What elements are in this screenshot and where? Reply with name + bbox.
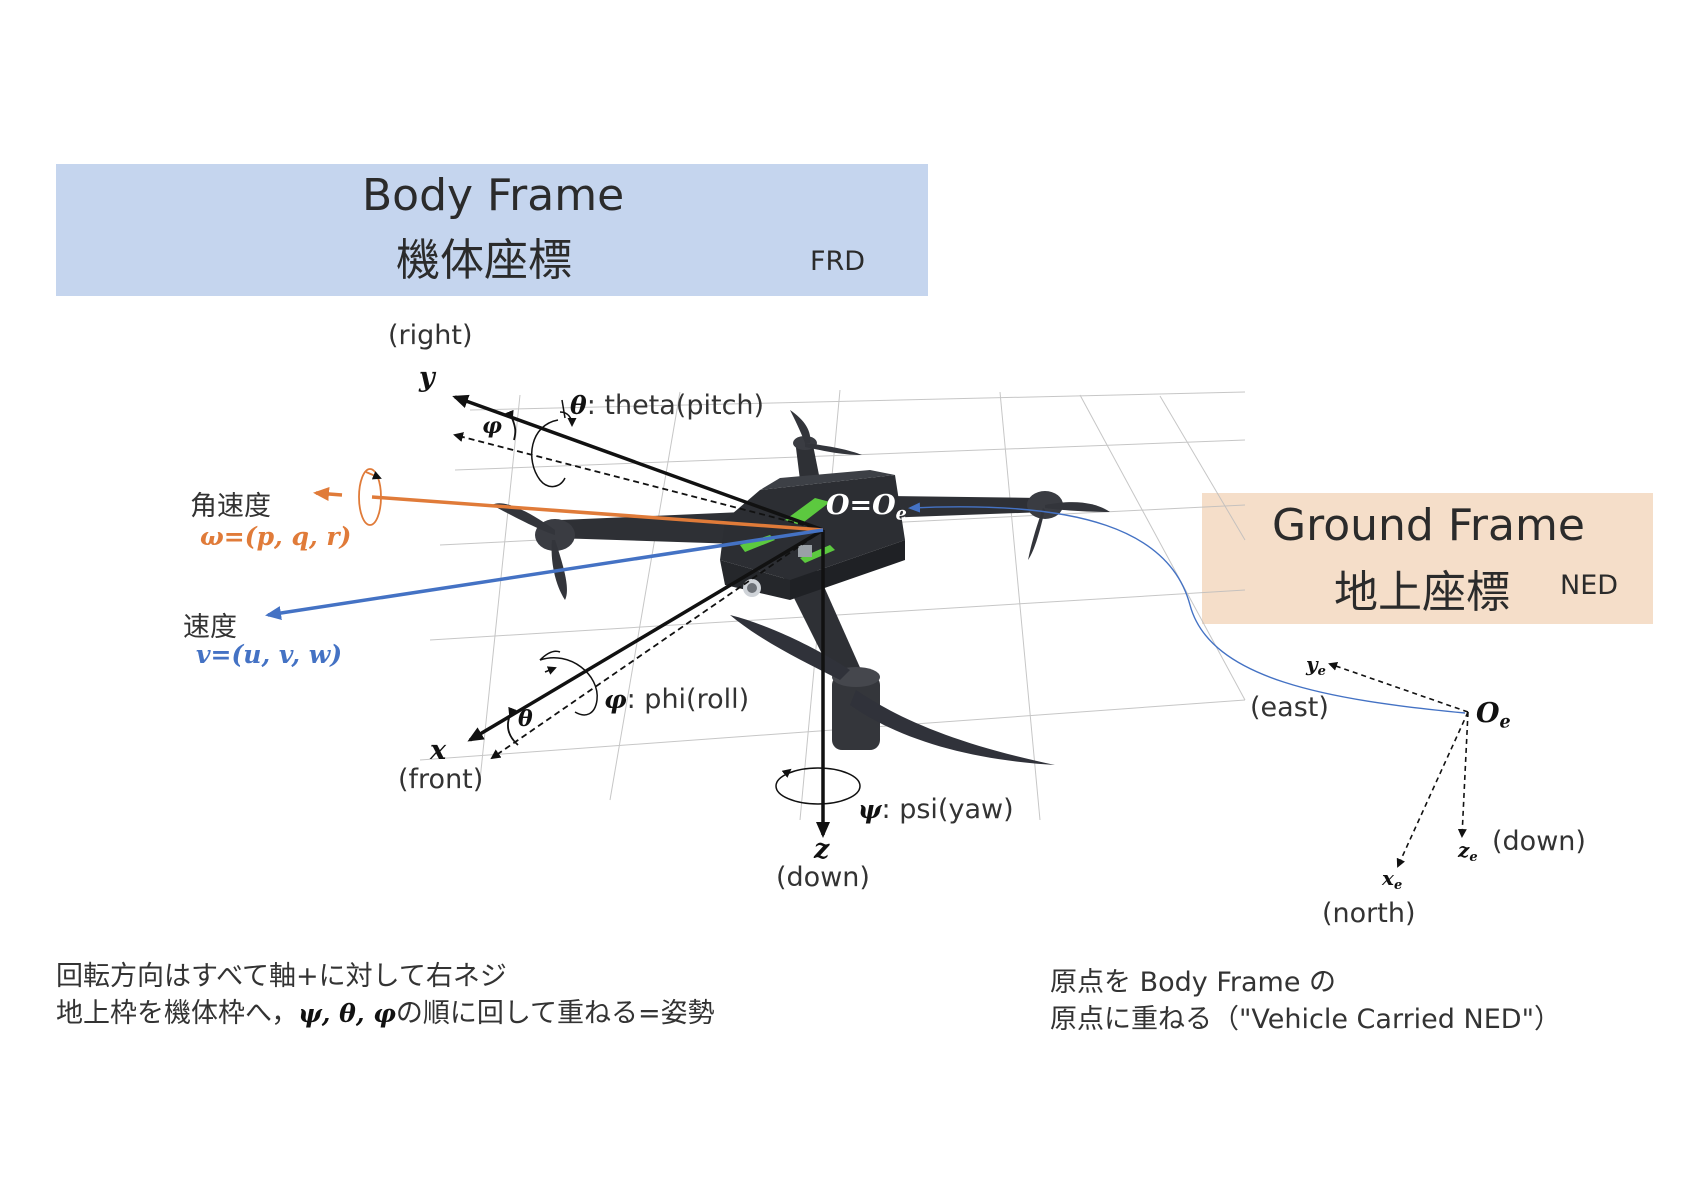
- ground-frame-convention: NED: [1560, 570, 1619, 601]
- phi-symbol: φ: [604, 685, 627, 714]
- ground-origin-subscript: e: [1499, 712, 1511, 733]
- ground-grid: [419, 389, 1246, 821]
- theta-angle-label: θ: [518, 706, 533, 732]
- body-y-direction-label: (right): [388, 320, 473, 351]
- body-y-axis: [452, 394, 824, 532]
- velocity-vector: [265, 528, 824, 620]
- left-note-line2-symbols: ψ, θ, φ: [298, 999, 396, 1028]
- ground-origin-text: O: [1476, 698, 1500, 729]
- body-origin-label: O=Oe: [826, 490, 907, 524]
- yaw-text: : psi(yaw): [881, 794, 1014, 825]
- body-origin-subscript: e: [895, 504, 907, 525]
- ground-axes: [1328, 662, 1469, 868]
- roll-text: : phi(roll): [626, 684, 750, 715]
- ground-x-direction-label: (north): [1322, 898, 1416, 929]
- ground-y-direction-label: (east): [1250, 692, 1329, 723]
- left-note-line1: 回転方向はすべて軸+に対して右ネジ: [56, 961, 507, 992]
- pitch-label: θ: theta(pitch): [570, 390, 764, 421]
- body-z-direction-label: (down): [776, 862, 870, 893]
- left-note: 回転方向はすべて軸+に対して右ネジ 地上枠を機体枠へ，ψ, θ, φの順に回して…: [56, 958, 715, 1032]
- body-frame-title-ja: 機体座標: [396, 235, 572, 286]
- drone-illustration: [492, 410, 1110, 765]
- body-frame-convention: FRD: [810, 246, 866, 277]
- ground-z-subscript: e: [1469, 849, 1478, 865]
- origin-link-curve: [908, 502, 1466, 714]
- right-note: 原点を Body Frame の 原点に重ねる（"Vehicle Carried…: [1050, 964, 1561, 1038]
- phi-angle-arc: [505, 409, 517, 441]
- pitch-rotation-indicator: [531, 399, 577, 488]
- body-z-axis-label: z: [814, 834, 830, 865]
- body-y-axis-label: y: [419, 362, 435, 393]
- theta-angle-arc: [507, 706, 519, 746]
- left-note-line2: 地上枠を機体枠へ，ψ, θ, φの順に回して重ねる=姿勢: [56, 995, 715, 1032]
- phi-angle-label: φ: [482, 413, 502, 439]
- ground-z-axis-label: ze: [1458, 838, 1478, 865]
- ground-z-direction-label: (down): [1492, 826, 1586, 857]
- body-x-axis: [467, 528, 824, 760]
- ground-origin-label: Oe: [1476, 698, 1511, 732]
- ground-frame-title-en: Ground Frame: [1272, 500, 1585, 551]
- yaw-rotation-indicator: [775, 767, 861, 805]
- yaw-label: ψ: psi(yaw): [858, 794, 1014, 825]
- body-x-direction-label: (front): [398, 764, 484, 795]
- pitch-text: : theta(pitch): [586, 390, 765, 421]
- angular-velocity-vector: [313, 487, 824, 532]
- velocity-formula: v=(u, v, w): [196, 640, 343, 669]
- roll-rotation-indicator: [539, 650, 598, 716]
- left-note-line2-prefix: 地上枠を機体枠へ，: [56, 998, 299, 1029]
- ground-x-subscript: e: [1393, 877, 1403, 893]
- angular-velocity-label: 角速度: [190, 491, 271, 522]
- psi-symbol: ψ: [858, 795, 882, 824]
- ground-y-text: y: [1306, 652, 1318, 676]
- roll-label: φ: phi(roll): [604, 684, 749, 715]
- ground-x-text: x: [1382, 866, 1394, 890]
- right-note-line2: 原点に重ねる（"Vehicle Carried NED"）: [1050, 1004, 1561, 1035]
- right-note-line1: 原点を Body Frame の: [1050, 967, 1337, 998]
- body-frame-title-en: Body Frame: [362, 170, 625, 221]
- ground-x-axis-label: xe: [1382, 866, 1402, 893]
- body-origin-text: O=O: [826, 490, 896, 521]
- theta-symbol: θ: [570, 391, 587, 420]
- velocity-label: 速度: [183, 612, 237, 643]
- angular-velocity-formula: ω=(p, q, r): [200, 522, 352, 551]
- ground-y-subscript: e: [1317, 663, 1326, 679]
- ground-y-axis-label: ye: [1306, 652, 1326, 679]
- ground-frame-title-ja: 地上座標: [1334, 567, 1510, 618]
- ground-z-text: z: [1458, 838, 1470, 862]
- body-x-axis-label: x: [430, 735, 447, 766]
- body-frame-box: [56, 164, 928, 296]
- left-note-line2-suffix: の順に回して重ねる=姿勢: [395, 998, 715, 1029]
- ground-frame-box: [1202, 493, 1653, 624]
